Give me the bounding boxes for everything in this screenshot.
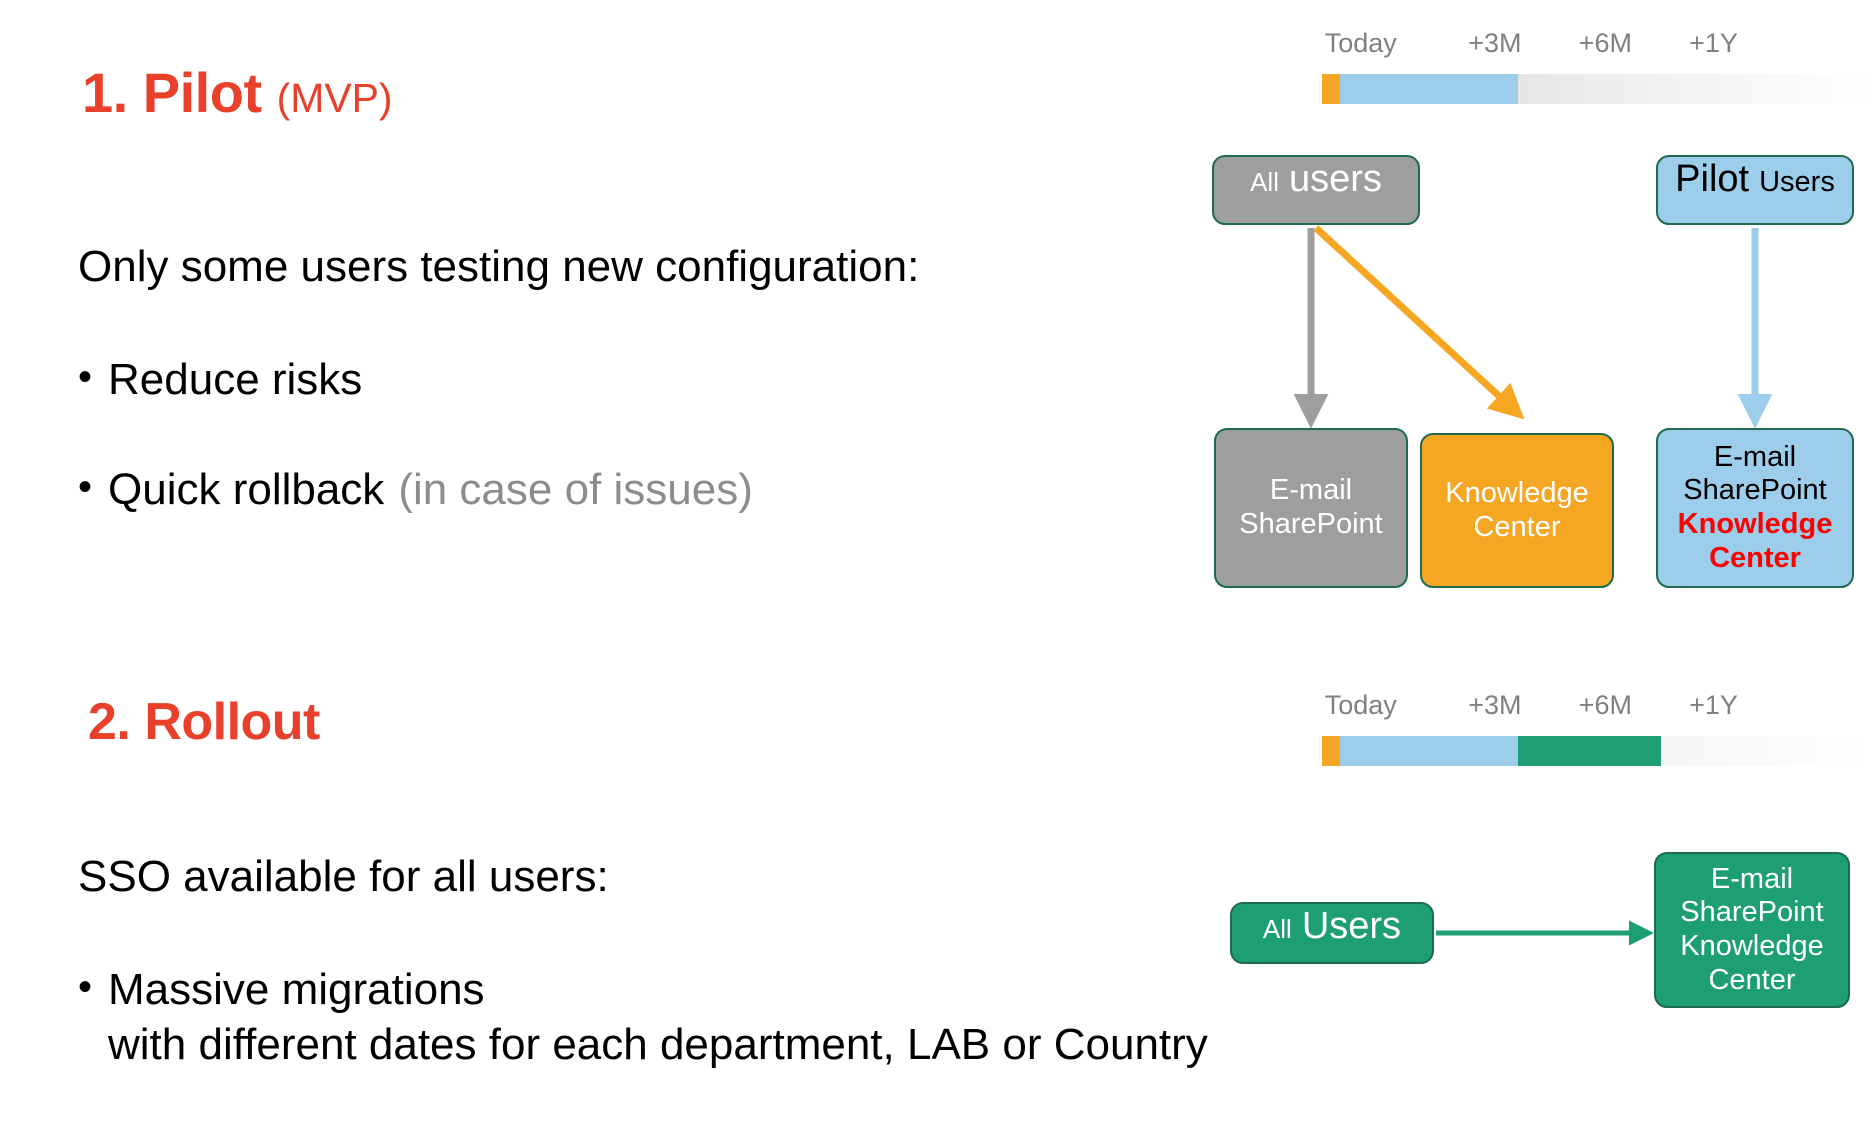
- node-line-center-highlighted: Center: [1709, 541, 1801, 574]
- timeline-segment-today: [1322, 74, 1341, 104]
- pilot-title-suffix: (MVP): [276, 75, 393, 121]
- node-all-users-label: Users: [1301, 905, 1402, 947]
- node-all-users-rollout[interactable]: All Users: [1230, 902, 1434, 964]
- list-item-massive-migrations: • Massive migrations with different date…: [78, 962, 1208, 1073]
- node-email-sharepoint-knowledge-center-blue[interactable]: E-mail SharePoint Knowledge Center: [1656, 428, 1854, 588]
- list-item-label: Massive migrations: [108, 965, 485, 1014]
- list-item-label: Quick rollback: [108, 465, 385, 514]
- node-line-email: E-mail: [1713, 440, 1797, 473]
- bullet-dot-icon: •: [78, 355, 93, 399]
- node-line-sharepoint: SharePoint: [1680, 896, 1824, 929]
- bullet-dot-icon: •: [78, 465, 93, 509]
- timeline-tick-3m: +3M: [1468, 690, 1522, 720]
- node-line-sharepoint: SharePoint: [1683, 474, 1827, 507]
- timeline-tick-6m: +6M: [1578, 690, 1632, 720]
- list-item-sublabel: with different dates for each department…: [108, 1020, 1208, 1070]
- timeline-segment-pilot: [1340, 736, 1518, 766]
- pilot-timeline-labels: Today +3M +6M +1Y: [1322, 28, 1874, 62]
- node-pilot-users[interactable]: Pilot Users: [1656, 155, 1854, 225]
- bullet-dot-icon: •: [78, 965, 93, 1009]
- pilot-timeline: Today +3M +6M +1Y: [1322, 28, 1874, 104]
- node-all-users-label: users: [1288, 158, 1382, 200]
- orange-arrow-all-users-to-knowledge-center: [1313, 225, 1525, 420]
- node-email-sharepoint-gray[interactable]: E-mail SharePoint: [1214, 428, 1408, 588]
- list-item-quick-rollback: • Quick rollback (in case of issues): [78, 462, 753, 517]
- timeline-tick-today: Today: [1324, 690, 1397, 720]
- list-item-reduce-risks: • Reduce risks: [78, 352, 362, 407]
- node-pilot-users-label: Pilot: [1675, 158, 1750, 200]
- timeline-segment-today: [1322, 736, 1341, 766]
- page-title-rollout: 2. Rollout: [88, 692, 320, 752]
- timeline-tick-1y: +1Y: [1689, 690, 1738, 720]
- node-line-knowledge: Knowledge: [1680, 930, 1824, 962]
- node-pilot-users-qualifier: Users: [1759, 166, 1835, 198]
- pilot-intro-text: Only some users testing new configuratio…: [78, 242, 920, 291]
- list-item-note: (in case of issues): [398, 465, 753, 514]
- pilot-title-main: 1. Pilot: [82, 61, 262, 124]
- timeline-segment-pilot: [1340, 74, 1518, 104]
- timeline-tick-6m: +6M: [1578, 28, 1632, 58]
- node-email-sharepoint-knowledge-center-green[interactable]: E-mail SharePoint Knowledge Center: [1654, 852, 1850, 1008]
- timeline-segment-rollout: [1517, 736, 1662, 766]
- timeline-tick-today: Today: [1324, 28, 1397, 58]
- timeline-tick-3m: +3M: [1468, 28, 1522, 58]
- node-all-users-qualifier: All: [1262, 914, 1292, 944]
- node-all-users[interactable]: All users: [1212, 155, 1420, 225]
- node-line-center: Center: [1473, 510, 1561, 543]
- node-line-email: E-mail: [1269, 474, 1353, 507]
- rollout-intro-text: SSO available for all users:: [78, 852, 609, 901]
- node-line-knowledge: Knowledge: [1445, 476, 1589, 509]
- page-title-pilot: 1. Pilot (MVP): [82, 60, 392, 125]
- list-item-label: Reduce risks: [108, 355, 363, 404]
- node-line-email: E-mail: [1710, 862, 1794, 895]
- node-line-knowledge-highlighted: Knowledge: [1677, 508, 1833, 540]
- rollout-timeline-bar: [1322, 736, 1874, 766]
- rollout-title-main: 2. Rollout: [88, 693, 320, 751]
- rollout-timeline-labels: Today +3M +6M +1Y: [1322, 690, 1874, 724]
- node-line-sharepoint: SharePoint: [1239, 508, 1383, 540]
- node-all-users-qualifier: All: [1250, 167, 1279, 197]
- pilot-timeline-bar: [1322, 74, 1874, 104]
- timeline-tick-1y: +1Y: [1689, 28, 1738, 58]
- rollout-timeline: Today +3M +6M +1Y: [1322, 690, 1874, 766]
- node-knowledge-center[interactable]: Knowledge Center: [1420, 433, 1614, 588]
- node-line-center: Center: [1708, 963, 1796, 996]
